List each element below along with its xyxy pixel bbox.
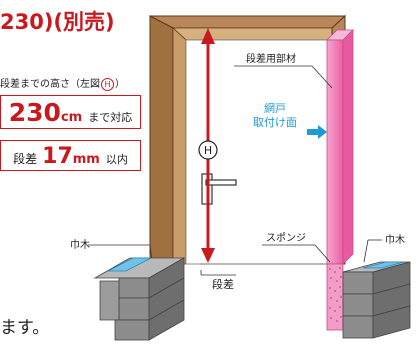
step-spec-value: 17	[42, 144, 73, 169]
step-spec-prefix: 段差	[13, 152, 38, 166]
screen-mount-label-line2: 取付け面	[253, 116, 297, 129]
sponge-block	[326, 263, 344, 331]
right-baseboard-block	[342, 261, 411, 339]
product-title: 230)(別売)	[0, 10, 115, 34]
height-spec-value: 230	[8, 98, 61, 127]
baseboard-left-label: 巾木	[70, 238, 90, 251]
height-spec-box: 230 cm まで対応	[0, 95, 141, 129]
h-marker-label: H	[204, 144, 212, 157]
height-arrow	[198, 28, 218, 263]
sponge-label: スポンジ	[266, 232, 306, 244]
height-spec-suffix: まで対応	[88, 111, 133, 124]
step-spec-box: 段差 17 mm 以内	[0, 140, 141, 171]
step-member	[326, 29, 354, 265]
sponge-leader-2	[314, 244, 331, 263]
left-baseboard-block	[93, 257, 186, 341]
step-spec-suffix: 以内	[105, 153, 128, 166]
step-spec-unit: mm	[72, 152, 100, 167]
height-caption-prefix: 段差までの高さ（左図	[0, 79, 100, 90]
body-text-fragment: ます。	[0, 318, 50, 338]
height-caption-suffix: ）	[115, 79, 125, 90]
screen-mount-label-line1: 網戸	[264, 101, 286, 115]
baseboard-right-label: 巾木	[385, 233, 405, 246]
step-member-leader-2	[311, 65, 333, 89]
h-badge-inline-icon: H	[101, 77, 114, 91]
step-member-label: 段差用部材	[246, 52, 296, 65]
baseboard-right-leader-2	[363, 239, 369, 263]
step-label: 段差	[212, 277, 234, 291]
height-spec-unit: cm	[60, 110, 83, 125]
screen-mount-arrow-icon	[307, 125, 327, 139]
